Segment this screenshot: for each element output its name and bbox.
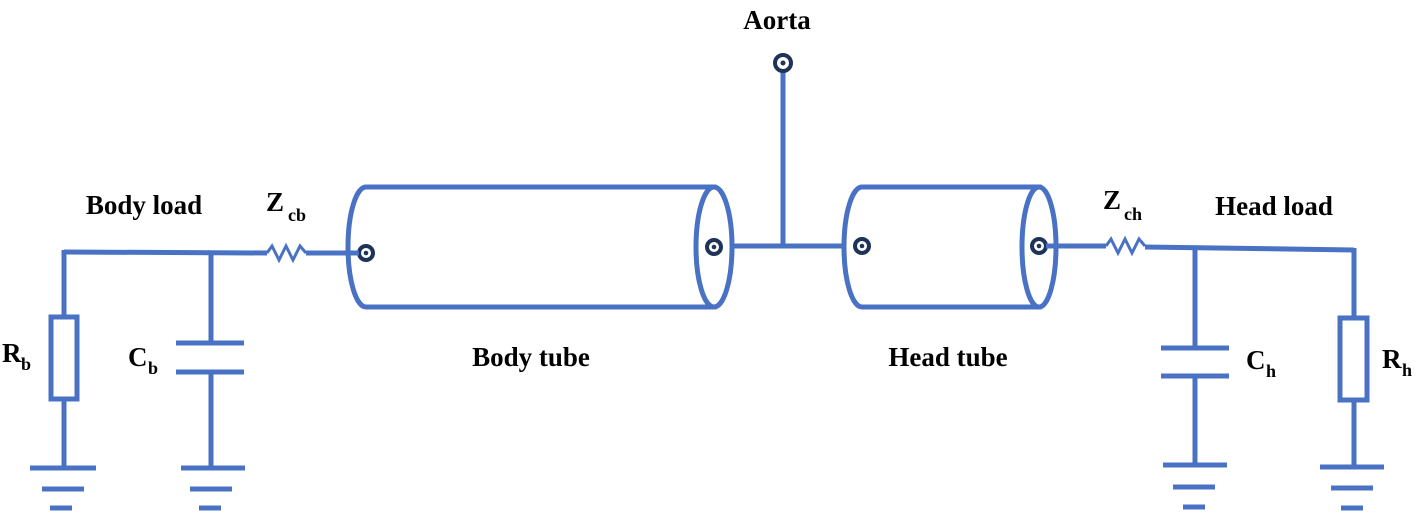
r-h-label-main: R: [1382, 344, 1402, 374]
z-cb-resistor: [265, 242, 308, 264]
c-h-ground-icon: [1163, 462, 1227, 510]
z-cb-label: Z cb: [266, 187, 306, 225]
body-tube-left-terminal: [357, 244, 375, 262]
z-ch-label: Z ch: [1103, 185, 1142, 224]
head-load-label: Head load: [1215, 191, 1333, 221]
aorta-label: Aorta: [743, 5, 811, 35]
head-top-wire: [1144, 244, 1355, 253]
r-b-ground-icon: [30, 465, 96, 511]
c-h-capacitor: [1161, 345, 1229, 379]
z-cb-label-main: Z: [266, 187, 284, 217]
r-h-ground-icon: [1320, 464, 1384, 511]
r-h-label: R h: [1382, 344, 1412, 380]
r-h-label-sub: h: [1402, 360, 1412, 380]
z-ch-resistor: [1104, 235, 1147, 257]
body-load-label: Body load: [86, 190, 202, 220]
c-b-capacitor: [176, 340, 244, 375]
r-b-resistor: [48, 314, 80, 402]
body-tube-label: Body tube: [472, 342, 590, 372]
c-h-label: C h: [1246, 345, 1276, 381]
head-tube-right-terminal: [1030, 237, 1048, 255]
head-load-network: [1046, 235, 1384, 511]
body-tube-right-terminal: [705, 238, 723, 256]
c-b-ground-icon: [181, 465, 245, 511]
body-top-wire: [63, 249, 268, 256]
body-tube: [345, 184, 735, 310]
head-tube-left-terminal: [853, 237, 871, 255]
r-b-label-sub: b: [21, 354, 31, 374]
c-h-label-main: C: [1246, 345, 1266, 375]
head-tube-label: Head tube: [888, 342, 1007, 372]
z-ch-label-sub: ch: [1124, 204, 1142, 224]
z-ch-label-main: Z: [1103, 185, 1121, 215]
c-b-label-main: C: [128, 342, 148, 372]
c-b-label: C b: [128, 342, 158, 378]
body-load-network: [30, 242, 359, 511]
head-tube: [841, 184, 1059, 310]
r-b-label: R b: [2, 338, 31, 374]
aorta-terminal: [773, 53, 793, 73]
c-b-label-sub: b: [148, 358, 158, 378]
z-cb-label-sub: cb: [288, 205, 306, 225]
r-h-resistor: [1337, 315, 1370, 403]
r-b-label-main: R: [2, 338, 22, 368]
c-h-label-sub: h: [1266, 361, 1276, 381]
